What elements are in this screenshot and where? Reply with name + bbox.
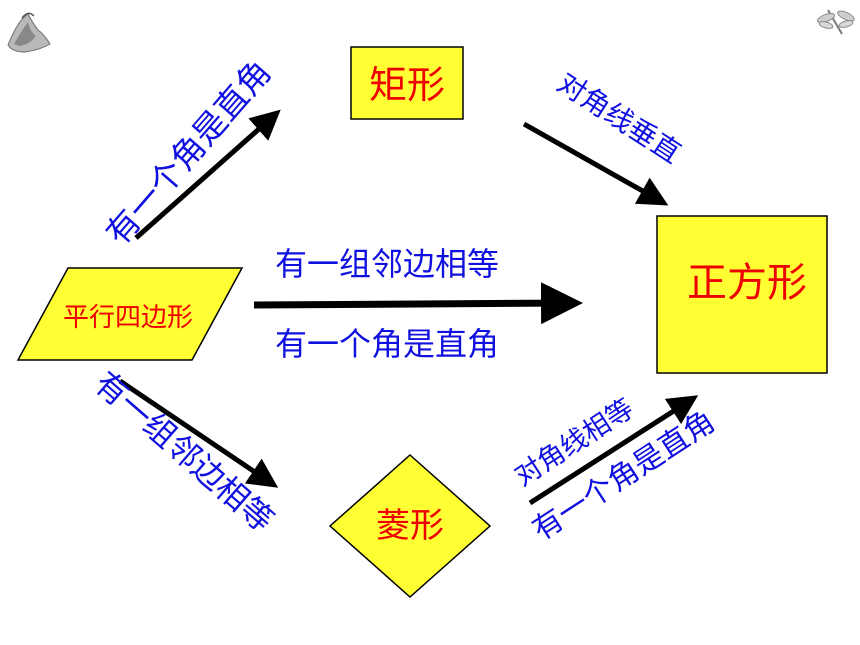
node-square-label: 正方形 (687, 260, 807, 306)
edge-label-parallelogram-square-bottom: 有一个角是直角 (275, 325, 499, 363)
edge-label-parallelogram-rectangle: 有一个角是直角 (98, 52, 279, 252)
node-parallelogram-label: 平行四边形 (63, 303, 193, 333)
arrow-parallelogram-to-square (253, 282, 583, 325)
arrow-parallelogram-to-rhombus (118, 378, 279, 488)
edge-label-parallelogram-rhombus: 有一组邻边相等 (87, 364, 281, 540)
node-rhombus: 菱形 (328, 453, 492, 599)
node-rectangle: 矩形 (350, 46, 464, 120)
node-square: 正方形 (656, 215, 828, 374)
edge-label-parallelogram-square-top: 有一组邻边相等 (275, 245, 499, 283)
node-rectangle-label: 矩形 (369, 63, 445, 107)
arrow-parallelogram-to-rectangle (134, 109, 281, 240)
node-parallelogram: 平行四边形 (16, 267, 244, 361)
node-rhombus-label: 菱形 (376, 506, 444, 546)
mountain-painting-icon (7, 12, 51, 53)
arrow-rectangle-to-square (522, 121, 669, 206)
dragonfly-icon (816, 9, 855, 35)
arrow-rhombus-to-square (528, 395, 699, 506)
edge-label-rectangle-square: 对角线垂直 (551, 66, 686, 170)
